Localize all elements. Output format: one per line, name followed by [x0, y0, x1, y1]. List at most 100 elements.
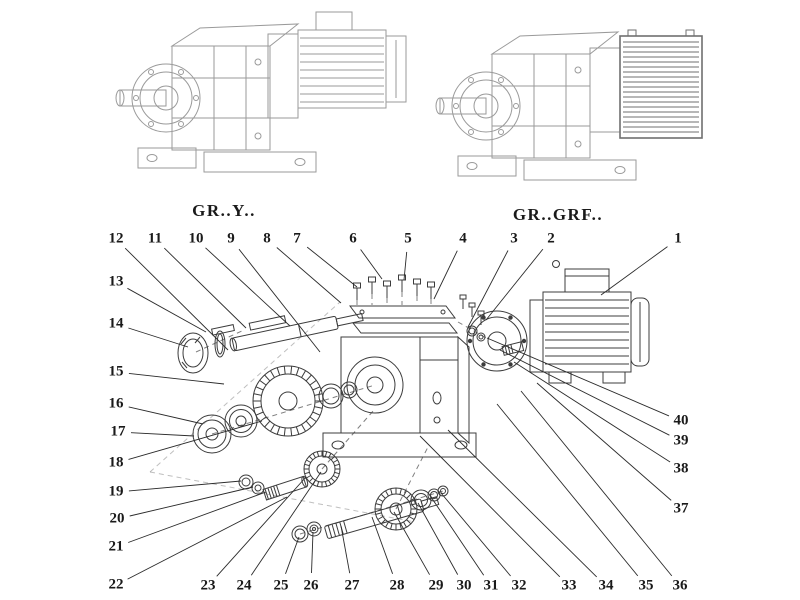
leader-10 — [205, 247, 291, 327]
callout-15: 15 — [108, 363, 124, 380]
callout-17: 17 — [110, 423, 126, 440]
gear-teeth — [375, 488, 417, 530]
callout-8: 8 — [263, 230, 271, 247]
leader-38 — [513, 361, 671, 463]
pinion-shaft — [262, 475, 309, 501]
leader-2 — [485, 248, 544, 321]
leader-13 — [127, 287, 207, 333]
leader-11 — [163, 247, 247, 329]
leader-24 — [250, 471, 322, 576]
callout-22: 22 — [108, 576, 124, 593]
leader-1 — [600, 246, 668, 296]
exploded-view — [149, 260, 650, 543]
callout-32: 32 — [511, 577, 527, 594]
leader-16 — [128, 406, 204, 425]
callout-3: 3 — [510, 230, 518, 247]
callout-2: 2 — [547, 230, 555, 247]
callout-34: 34 — [598, 577, 614, 594]
callout-4: 4 — [459, 230, 467, 247]
leader-22 — [127, 496, 288, 580]
ball-bearing-small — [224, 404, 258, 438]
callout-6: 6 — [349, 230, 357, 247]
callout-36: 36 — [672, 577, 688, 594]
ribbed-gear — [252, 365, 324, 437]
callout-25: 25 — [273, 577, 289, 594]
leader-36 — [520, 390, 673, 577]
callout-7: 7 — [293, 230, 301, 247]
leader-18 — [128, 420, 263, 460]
gr-grf-assembly-drawing — [435, 29, 703, 181]
intermediate-gear — [303, 450, 341, 488]
leader-20 — [129, 486, 254, 517]
model-label-gr-grf: GR..GRF.. — [512, 205, 604, 224]
cover-fins — [623, 41, 699, 133]
oil-seal — [177, 332, 209, 374]
motor-body-fins — [545, 299, 629, 365]
leader-3 — [467, 250, 509, 328]
gear-teeth — [304, 451, 340, 487]
motor-pinion — [501, 341, 525, 356]
small-key — [211, 324, 235, 336]
callout-38: 38 — [673, 460, 689, 477]
leader-17 — [130, 432, 195, 437]
callout-21: 21 — [108, 538, 124, 555]
motor-flange-disc — [466, 310, 528, 372]
leader-29 — [393, 511, 430, 575]
callout-11: 11 — [147, 230, 163, 247]
cover-bolts — [353, 274, 435, 305]
spacer-rings — [318, 381, 358, 409]
callout-28: 28 — [389, 577, 405, 594]
leader-39 — [499, 349, 670, 436]
leader-34 — [447, 429, 598, 578]
leader-21 — [128, 491, 267, 543]
leader-8 — [276, 247, 342, 304]
lifting-eye — [552, 260, 560, 268]
callout-14: 14 — [108, 315, 124, 332]
callout-40: 40 — [673, 412, 689, 429]
leader-40 — [486, 337, 670, 417]
callout-33: 33 — [561, 577, 577, 594]
retaining-ring — [214, 330, 226, 358]
callout-1: 1 — [674, 230, 682, 247]
leader-35 — [496, 403, 639, 577]
electric-motor — [529, 260, 650, 384]
leader-31 — [430, 496, 485, 576]
callout-12: 12 — [108, 230, 124, 247]
leader-23 — [216, 476, 307, 577]
leader-25 — [285, 536, 300, 574]
leader-28 — [371, 516, 394, 574]
callout-29: 29 — [428, 577, 444, 594]
output-shaft-assembly — [291, 485, 449, 543]
leader-30 — [417, 502, 459, 575]
grf-finned-cover — [619, 29, 703, 139]
leader-26 — [311, 531, 314, 574]
motor-fins — [300, 37, 384, 103]
leader-27 — [340, 525, 351, 574]
fan-cover — [630, 297, 650, 367]
model-label-gr-y: GR..Y.. — [192, 201, 256, 220]
callout-23: 23 — [200, 577, 216, 594]
inspection-cover — [349, 305, 459, 334]
leader-12 — [124, 247, 229, 351]
leader-37 — [536, 382, 672, 501]
mounting-base — [322, 432, 477, 458]
input-shaft — [211, 313, 364, 352]
cover-gasket — [351, 322, 459, 334]
callout-24: 24 — [236, 577, 252, 594]
leader-9 — [238, 248, 321, 353]
callout-18: 18 — [108, 454, 124, 471]
leader-lines — [124, 246, 673, 580]
callout-13: 13 — [108, 273, 124, 290]
callout-39: 39 — [673, 432, 689, 449]
callout-37: 37 — [673, 500, 689, 517]
shaft-key — [248, 315, 287, 331]
terminal-box — [564, 268, 610, 293]
callout-10: 10 — [188, 230, 204, 247]
gr-y-assembly-drawing — [115, 11, 407, 173]
callout-5: 5 — [404, 230, 412, 247]
leader-7 — [306, 246, 358, 288]
leader-5 — [403, 251, 408, 281]
callout-19: 19 — [108, 483, 124, 500]
